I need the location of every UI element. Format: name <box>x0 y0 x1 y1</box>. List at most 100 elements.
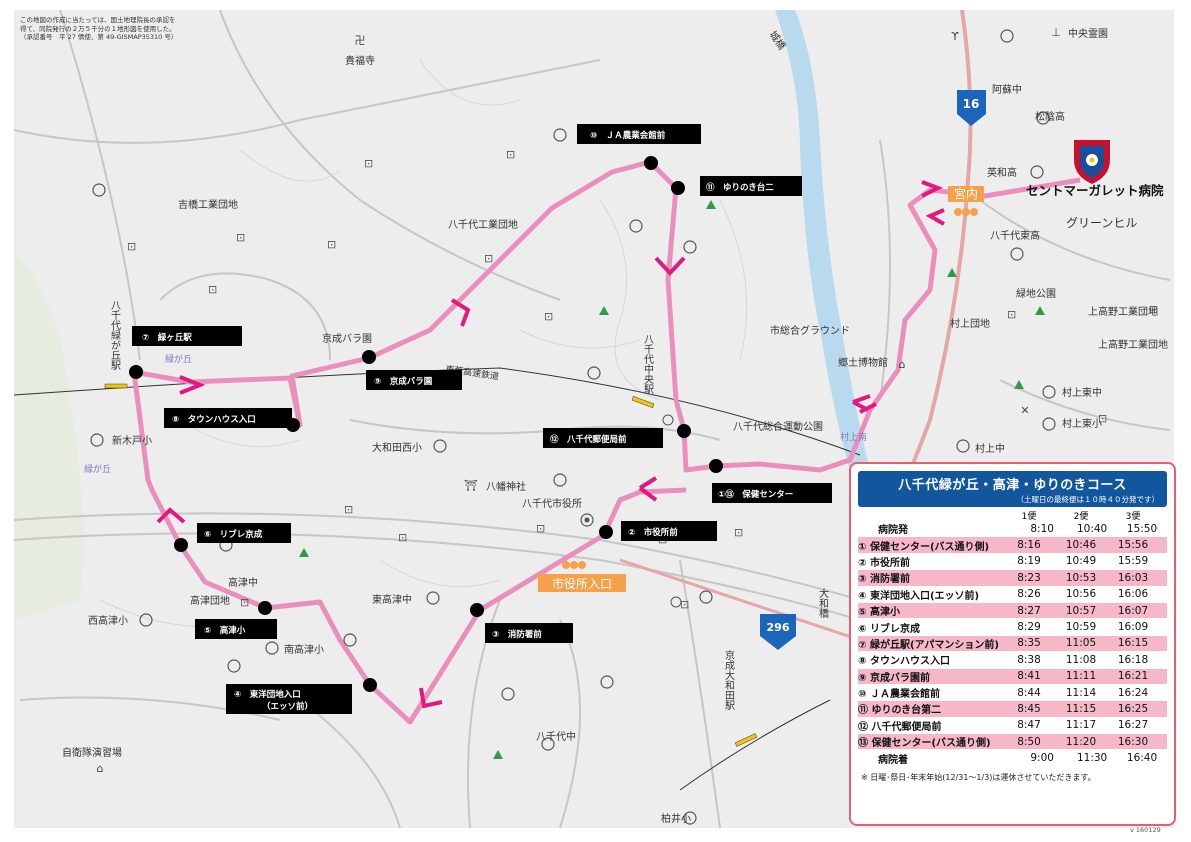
timetable-time-2: 11:20 <box>1065 735 1097 748</box>
copyright-notice: この地図の作成に当たっては、国土地理院長の承認を 得て、同院発行の２万５千分の１… <box>20 16 280 42</box>
city-hall-icon <box>580 513 594 527</box>
svg-text:市総合グラウンド: 市総合グラウンド <box>770 324 850 337</box>
timetable-time-3: 15:50 <box>1126 522 1158 535</box>
stop-label-2 <box>621 521 717 541</box>
stop-dot-7 <box>129 365 143 379</box>
svg-text:⑦ 緑ヶ丘駅: ⑦ 緑ヶ丘駅 <box>142 332 192 343</box>
svg-text:京成バラ園: 京成バラ園 <box>322 332 372 345</box>
timetable-stop-name: ⑬ 保健センター(バス通り側) <box>858 738 991 750</box>
timetable-time-2: 10:46 <box>1065 539 1097 552</box>
shiyakusho-highlight <box>538 574 626 592</box>
stop-dot-4 <box>363 678 377 692</box>
svg-text:柏井小: 柏井小 <box>661 812 691 825</box>
timetable-time-3: 16:40 <box>1126 752 1158 765</box>
timetable-time-2: 10:57 <box>1065 604 1097 617</box>
stop-label-12 <box>543 428 663 448</box>
svg-text:⊡: ⊡ <box>544 310 553 323</box>
svg-text:（エッソ前）: （エッソ前） <box>262 701 313 712</box>
column-header-2: 2便 <box>1073 512 1089 522</box>
timetable-time-3: 15:56 <box>1117 539 1149 552</box>
stop-label-11 <box>700 176 802 196</box>
timetable-time-2: 11:05 <box>1065 637 1097 650</box>
svg-text:八千代総合運動公園: 八千代総合運動公園 <box>733 420 823 433</box>
svg-text:⊡: ⊡ <box>536 522 545 535</box>
timetable-time-1: 9:00 <box>1030 752 1054 765</box>
timetable-time-1: 8:10 <box>1030 522 1054 535</box>
svg-text:⊡: ⊡ <box>344 503 353 516</box>
svg-text:八幡神社: 八幡神社 <box>486 480 526 493</box>
timetable-column-headers: 1便 2便 3便 <box>858 509 1167 522</box>
midorigaoka-station-mark <box>104 383 128 389</box>
timetable-stop-name: ④ 東洋団地入口(エッソ前) <box>858 590 980 602</box>
svg-text:中央霊園: 中央霊園 <box>1068 27 1108 40</box>
svg-text:東高津中: 東高津中 <box>372 593 412 606</box>
timetable-time-2: 11:17 <box>1065 719 1097 732</box>
svg-text:村上団地: 村上団地 <box>950 317 990 330</box>
timetable-stop-name: ⑧ タウンハウス入口 <box>858 656 950 668</box>
svg-text:⊡: ⊡ <box>484 252 493 265</box>
route-16-shield: 16 <box>957 90 986 126</box>
timetable-time-2: 11:11 <box>1065 670 1097 683</box>
svg-text:上高野工業団地: 上高野工業団地 <box>1098 338 1168 351</box>
bus-route <box>131 159 1081 725</box>
version-label: v 160129 <box>1130 826 1161 834</box>
stop-label-7 <box>132 326 242 346</box>
timetable-time-2: 10:53 <box>1065 571 1097 584</box>
timetable-time-1: 8:45 <box>1017 702 1041 715</box>
svg-text:⊡: ⊡ <box>364 157 373 170</box>
svg-text:村上東小: 村上東小 <box>1062 417 1102 430</box>
svg-text:16: 16 <box>963 97 980 111</box>
timetable-time-1: 8:23 <box>1017 571 1041 584</box>
timetable-time-1: 8:41 <box>1017 670 1041 683</box>
timetable-stop-name: 病院発 <box>878 525 908 537</box>
timetable-time-1: 8:35 <box>1017 637 1041 650</box>
timetable-stop-name: ⑨ 京成バラ園前 <box>858 672 930 684</box>
timetable-stop-name: 病院着 <box>878 754 908 766</box>
svg-text:296: 296 <box>767 621 790 634</box>
svg-text:阿蘇中: 阿蘇中 <box>992 83 1022 96</box>
timetable-stop-name: ⑦ 緑が丘駅(アパマンション前) <box>858 639 999 651</box>
svg-text:八千代中央駅: 八千代中央駅 <box>642 334 654 395</box>
hospital-crest-icon <box>1074 140 1110 184</box>
timetable-footer: ※ 日曜･祭日･年末年始(12/31〜1/3)は運休させていただきます。 <box>861 772 1096 782</box>
svg-text:⊡: ⊡ <box>506 148 515 161</box>
timetable-time-3: 16:18 <box>1117 653 1149 666</box>
timetable-time-1: 8:27 <box>1017 604 1041 617</box>
timetable-panel: 八千代緑が丘・高津・ゆりのきコース （土曜日の最終便は１０時４０分発です） 1便… <box>849 462 1176 826</box>
svg-text:グリーンヒル: グリーンヒル <box>1066 216 1137 230</box>
column-header-3: 3便 <box>1125 512 1141 522</box>
svg-text:⑩ ＪＡ農業会館前: ⑩ ＪＡ農業会館前 <box>590 130 666 141</box>
bus-stop-dots <box>129 156 723 692</box>
timetable-time-3: 16:27 <box>1117 719 1149 732</box>
stop-label-10 <box>577 124 701 144</box>
timetable-time-2: 11:08 <box>1065 653 1097 666</box>
svg-text:⊡: ⊡ <box>327 238 336 251</box>
keisei-railway <box>679 699 831 791</box>
timetable-header: 八千代緑が丘・高津・ゆりのきコース （土曜日の最終便は１０時４０分発です） <box>858 471 1167 507</box>
park-tree-icons <box>299 200 1045 759</box>
svg-text:⊡: ⊡ <box>240 596 249 609</box>
svg-text:緑が丘: 緑が丘 <box>165 353 192 365</box>
police-icon: ✕ <box>1020 404 1029 417</box>
timetable-time-2: 10:56 <box>1065 588 1097 601</box>
post-office-icon <box>662 414 674 426</box>
svg-text:大和橋: 大和橋 <box>817 587 829 619</box>
timetable-stop-name: ⑫ 八千代郵便局前 <box>858 721 942 733</box>
svg-text:⊡: ⊡ <box>1149 303 1158 316</box>
timetable-time-1: 8:19 <box>1017 555 1041 568</box>
stop-dot-5 <box>258 601 272 615</box>
svg-text:八千代中: 八千代中 <box>536 730 576 743</box>
stop-label-9 <box>366 370 462 390</box>
svg-text:八千代東高: 八千代東高 <box>990 229 1040 242</box>
cemetery-icon: ⊥ <box>1051 26 1061 39</box>
svg-text:⊡: ⊡ <box>398 531 407 544</box>
